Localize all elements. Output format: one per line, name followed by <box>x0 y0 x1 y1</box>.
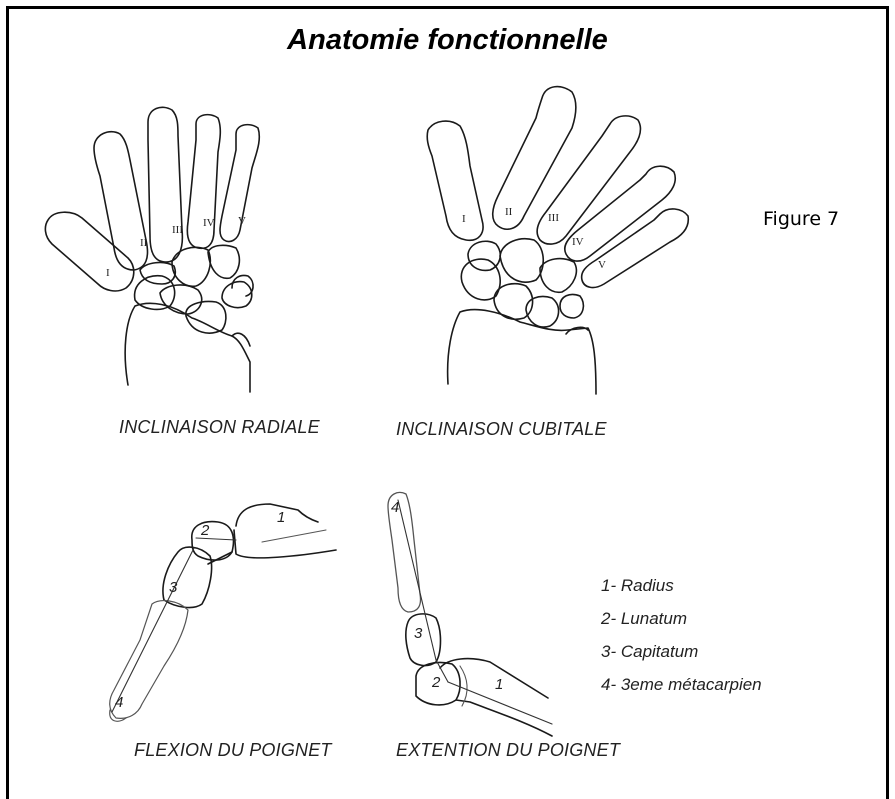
radial-inclination-drawing: I II III IV V <box>45 107 259 392</box>
caption-cubital-inclination: INCLINAISON CUBITALE <box>396 419 607 440</box>
wrist-extension-drawing: 4 3 2 1 <box>388 493 552 737</box>
caption-wrist-extension: EXTENTION DU POIGNET <box>396 740 620 761</box>
legend-item-capitatum: 3- Capitatum <box>601 635 762 668</box>
extension-number-1: 1 <box>495 676 503 693</box>
flexion-number-3: 3 <box>169 579 178 596</box>
extension-number-2: 2 <box>431 674 441 691</box>
label-V: V <box>238 215 246 227</box>
wrist-flexion-drawing: 1 2 3 4 <box>110 504 336 721</box>
legend-item-metacarpal: 4- 3eme métacarpien <box>601 668 762 701</box>
label-I: I <box>462 213 466 225</box>
extension-number-3: 3 <box>414 625 423 642</box>
label-IV: IV <box>203 217 215 229</box>
cubital-inclination-drawing: I II III IV V <box>427 87 688 394</box>
label-II: II <box>140 237 148 249</box>
label-IV: IV <box>572 236 584 248</box>
flexion-number-4: 4 <box>115 694 123 711</box>
label-II: II <box>505 206 513 218</box>
label-III: III <box>548 212 559 224</box>
label-III: III <box>172 224 183 236</box>
caption-radial-inclination: INCLINAISON RADIALE <box>119 417 320 438</box>
label-I: I <box>106 267 110 279</box>
legend-item-radius: 1- Radius <box>601 569 762 602</box>
flexion-number-2: 2 <box>200 522 210 539</box>
label-V: V <box>598 259 606 271</box>
legend-item-lunatum: 2- Lunatum <box>601 602 762 635</box>
bone-legend: 1- Radius 2- Lunatum 3- Capitatum 4- 3em… <box>601 569 762 701</box>
caption-wrist-flexion: FLEXION DU POIGNET <box>134 740 332 761</box>
flexion-number-1: 1 <box>277 509 285 526</box>
extension-number-4: 4 <box>391 499 399 516</box>
